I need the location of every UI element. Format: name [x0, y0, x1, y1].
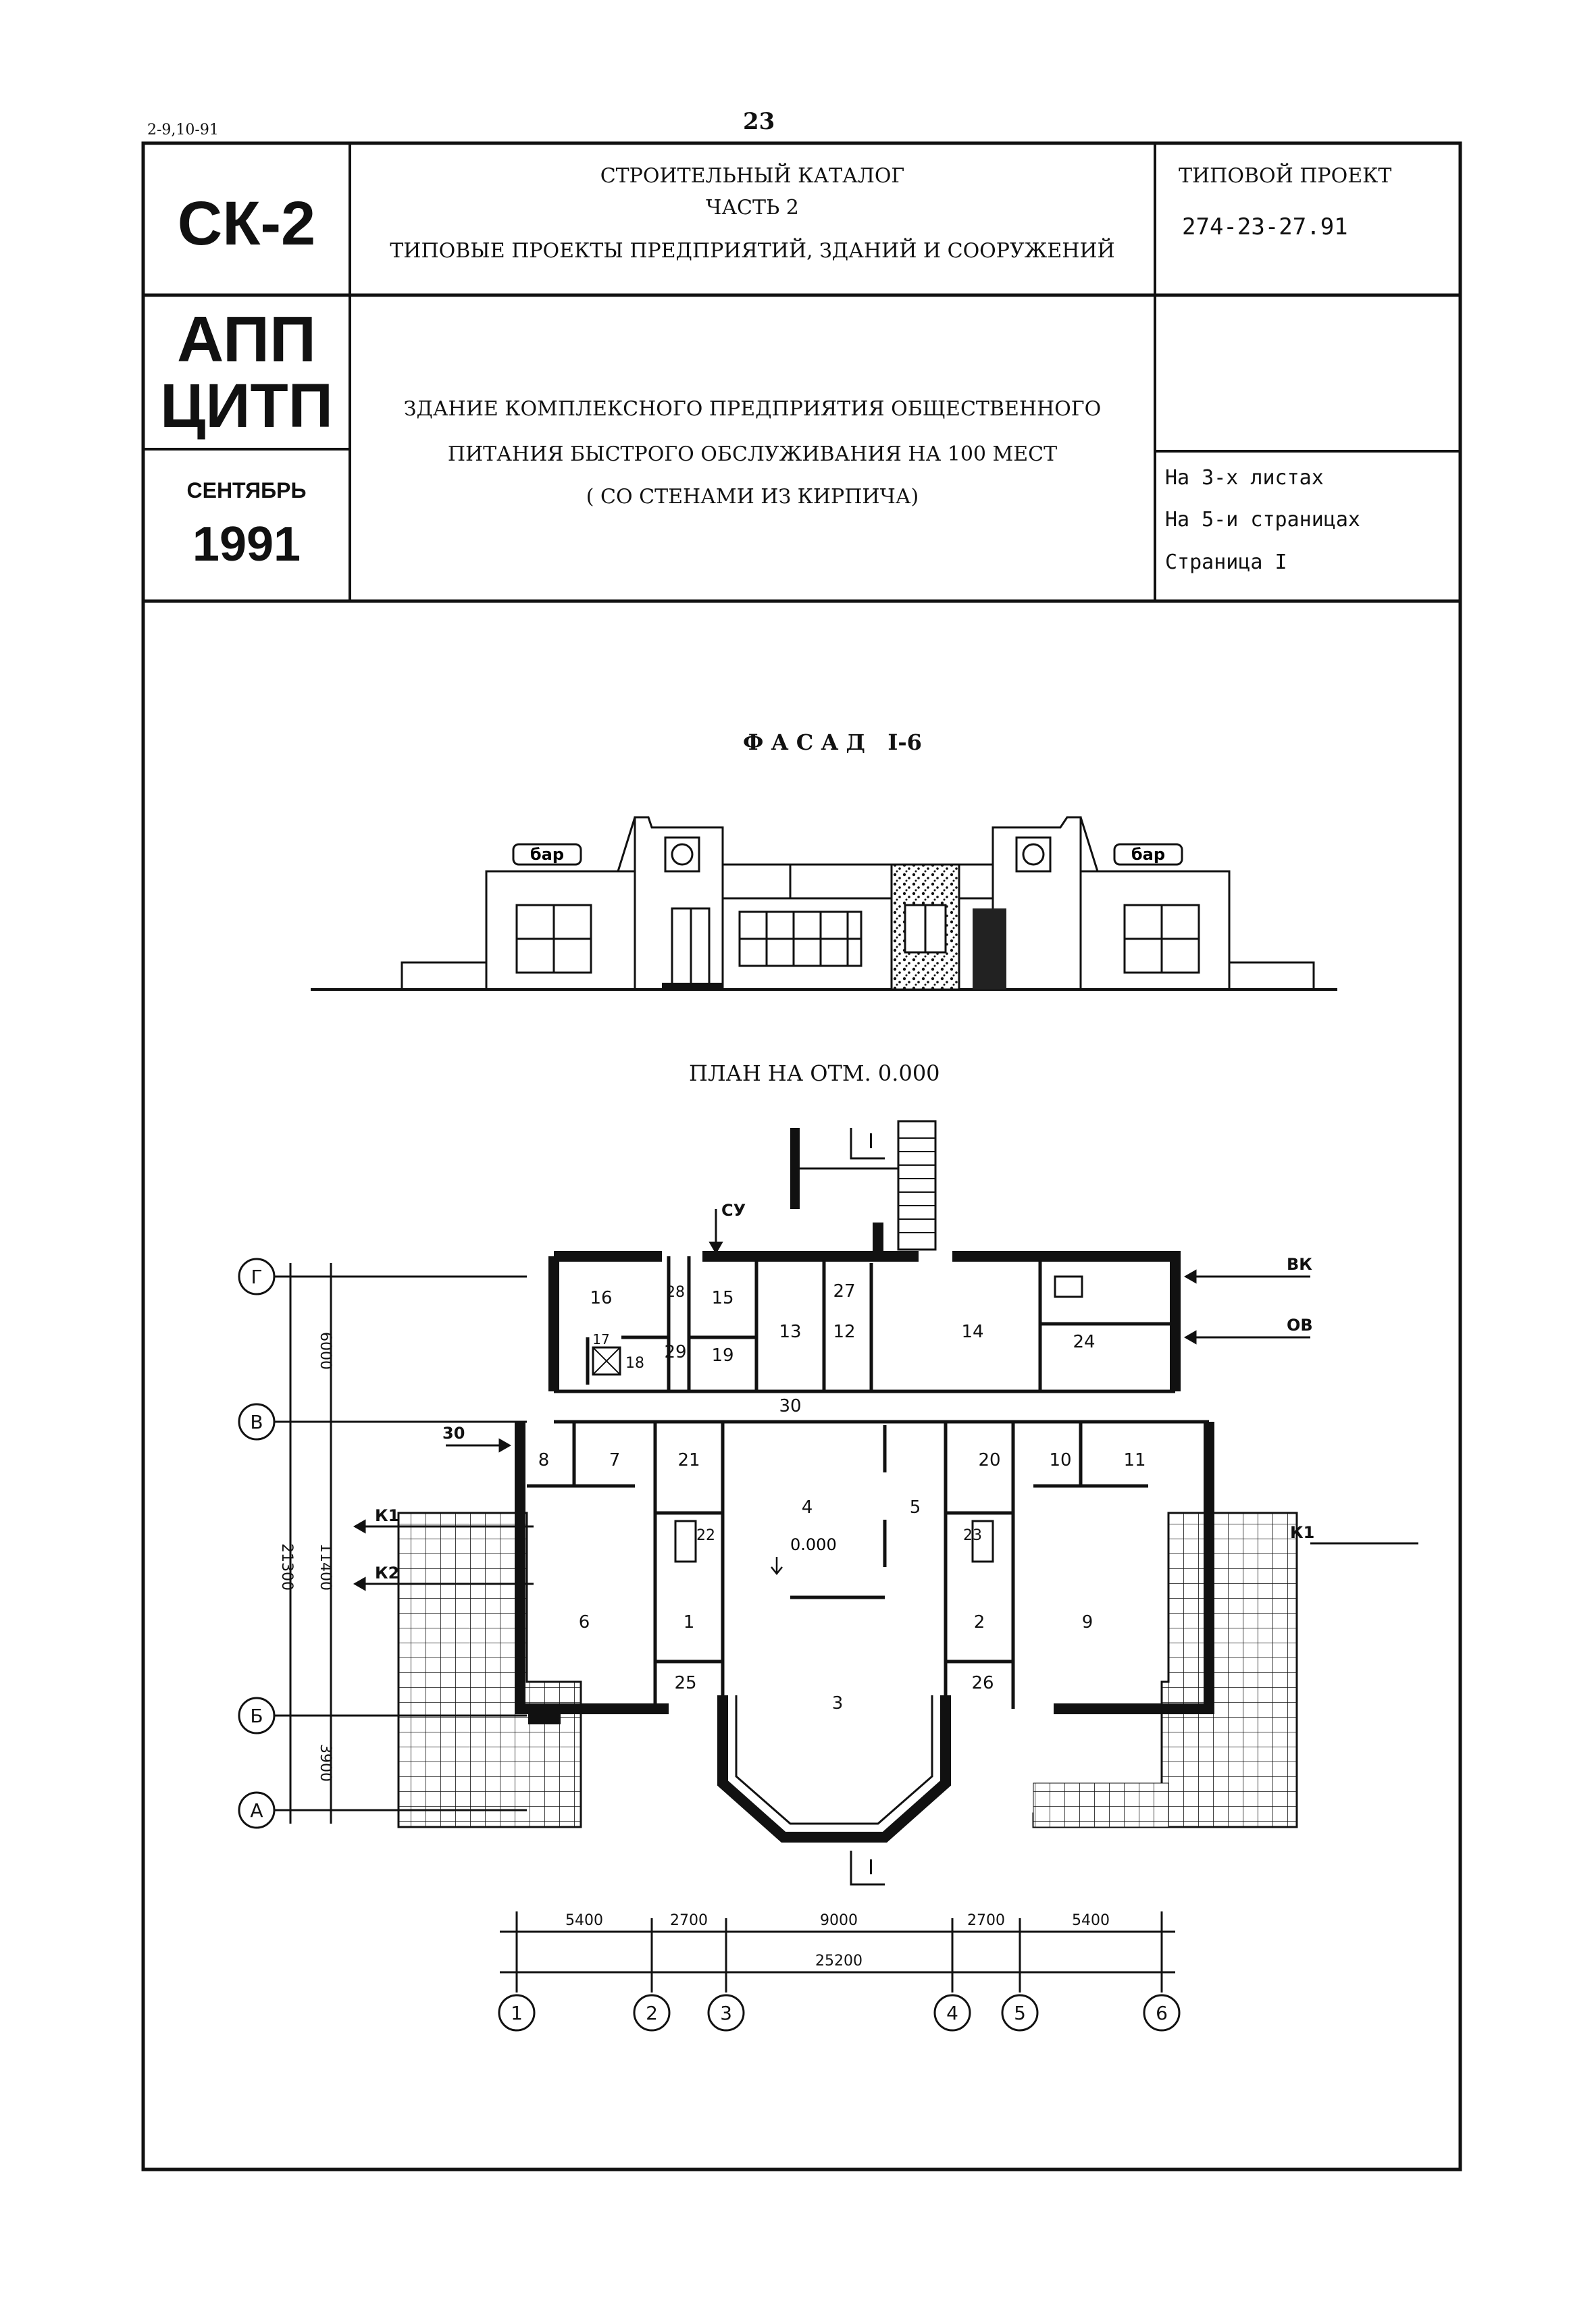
entry-vk: ВК	[1287, 1255, 1312, 1274]
current-page: Страница I	[1165, 550, 1287, 574]
dim-v-3900: 3900	[317, 1744, 334, 1782]
entry-k2-left: К2	[375, 1564, 399, 1583]
axis-row-v: В	[250, 1411, 263, 1433]
facade-sign-left: бар	[530, 845, 564, 864]
room-11: 11	[1123, 1450, 1145, 1470]
room-28: 28	[666, 1284, 685, 1301]
project-label: ТИПОВОЙ ПРОЕКТ	[1179, 164, 1392, 188]
entry-su: СУ	[721, 1201, 746, 1220]
catalog-title-line1: СТРОИТЕЛЬНЫЙ КАТАЛОГ	[600, 164, 905, 188]
dim-h-9000: 9000	[820, 1912, 858, 1929]
room-5: 5	[910, 1497, 921, 1518]
section-mark-top: I	[868, 1130, 874, 1154]
room-9: 9	[1082, 1612, 1093, 1632]
axis-col-6: 6	[1156, 2002, 1168, 2024]
axis-row-g: Г	[251, 1266, 262, 1288]
dim-v-11400: 11400	[317, 1543, 334, 1591]
project-name-line1: ЗДАНИЕ КОМПЛЕКСНОГО ПРЕДПРИЯТИЯ ОБЩЕСТВЕ…	[403, 397, 1102, 421]
catalog-title-line2: ЧАСТЬ 2	[706, 196, 799, 220]
axis-row-b: Б	[250, 1705, 263, 1727]
plan-title: ПЛАН НА ОТМ. 0.000	[689, 1060, 940, 1086]
room-8: 8	[538, 1450, 550, 1470]
section-mark-bottom: I	[868, 1856, 874, 1880]
issue-month: СЕНТЯБРЬ	[186, 478, 307, 503]
dim-h-total: 25200	[815, 1953, 863, 1970]
room-21: 21	[677, 1450, 700, 1470]
axis-row-a: А	[250, 1799, 263, 1822]
room-19: 19	[711, 1345, 733, 1366]
room-26: 26	[971, 1673, 994, 1693]
elevation-mark: 0.000	[790, 1535, 837, 1554]
entry-k1-left: К1	[375, 1506, 399, 1525]
facade-title: Ф А С А Д I-6	[743, 729, 922, 755]
document-code: 2-9,10-91	[147, 122, 219, 138]
room-10: 10	[1049, 1450, 1071, 1470]
room-1: 1	[684, 1612, 695, 1632]
dim-v-6000: 6000	[317, 1332, 334, 1370]
project-name-line3: ( СО СТЕНАМИ ИЗ КИРПИЧА)	[586, 485, 919, 509]
dim-v-total: 21300	[278, 1543, 295, 1591]
facade-sign-right: бар	[1131, 845, 1165, 864]
axis-col-2: 2	[646, 2002, 658, 2024]
room-13: 13	[779, 1322, 801, 1342]
room-3: 3	[832, 1693, 844, 1714]
axis-col-5: 5	[1014, 2002, 1026, 2024]
page-count: На 5-и страницах	[1165, 508, 1360, 532]
room-30: 30	[779, 1396, 801, 1416]
page-number: 23	[743, 108, 775, 135]
room-25: 25	[674, 1673, 696, 1693]
catalog-title-line3: ТИПОВЫЕ ПРОЕКТЫ ПРЕДПРИЯТИЙ, ЗДАНИЙ И СО…	[390, 239, 1115, 263]
room-24: 24	[1073, 1332, 1095, 1352]
org-line2: ЦИТП	[160, 371, 333, 440]
room-14: 14	[961, 1322, 983, 1342]
series-code: СК-2	[177, 189, 316, 258]
entry-k1-right: К1	[1290, 1523, 1314, 1542]
room-7: 7	[609, 1450, 621, 1470]
room-27: 27	[833, 1281, 855, 1302]
room-4: 4	[802, 1497, 813, 1518]
axis-col-3: 3	[720, 2002, 732, 2024]
room-18: 18	[625, 1355, 644, 1372]
axis-col-4: 4	[946, 2002, 958, 2024]
project-name-line2: ПИТАНИЯ БЫСТРОГО ОБСЛУЖИВАНИЯ НА 100 МЕС…	[447, 442, 1058, 466]
room-15: 15	[711, 1288, 733, 1308]
dim-h-2700-left: 2700	[670, 1912, 708, 1929]
dim-h-5400-left: 5400	[565, 1912, 603, 1929]
room-20: 20	[978, 1450, 1000, 1470]
floor-plan: 1 2 3 4 5 6 7 8 9 10 11 12 13 14 15 16 1…	[238, 1120, 1418, 2032]
org-line1: АПП	[176, 303, 317, 376]
room-22: 22	[696, 1527, 715, 1544]
project-number: 274-23-27.91	[1182, 213, 1348, 240]
room-6: 6	[579, 1612, 590, 1632]
room-23: 23	[963, 1527, 982, 1544]
dim-h-5400-right: 5400	[1072, 1912, 1110, 1929]
room-17: 17	[592, 1331, 609, 1347]
issue-year: 1991	[192, 517, 301, 571]
entry-ov: ОВ	[1287, 1316, 1313, 1335]
room-12: 12	[833, 1322, 855, 1342]
sheet-count: На 3-х листах	[1165, 466, 1324, 490]
facade-drawing: бар бар	[311, 816, 1337, 991]
room-30-outside-label: 30	[442, 1424, 465, 1443]
dim-h-2700-right: 2700	[967, 1912, 1005, 1929]
room-2: 2	[974, 1612, 985, 1632]
axis-col-1: 1	[511, 2002, 523, 2024]
room-16: 16	[590, 1288, 612, 1308]
room-29: 29	[664, 1342, 686, 1362]
